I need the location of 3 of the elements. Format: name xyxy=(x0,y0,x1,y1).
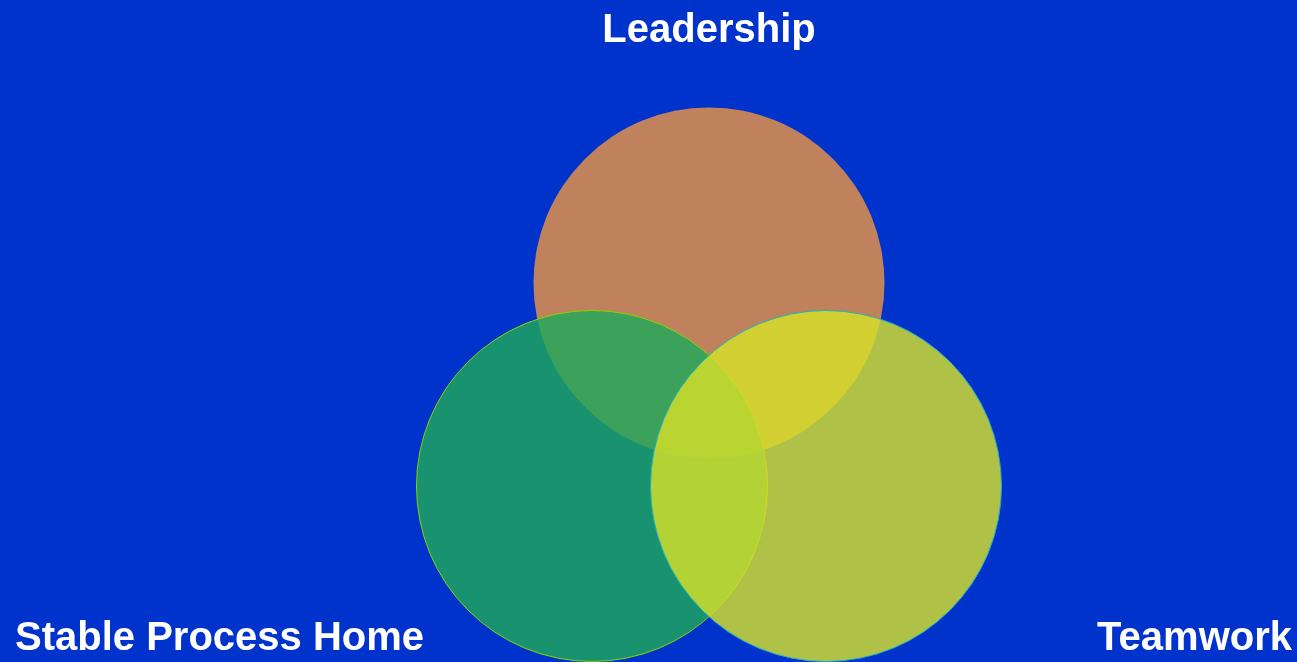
circle-label: Leadership xyxy=(602,5,816,51)
circle-label: Teamwork xyxy=(1097,613,1292,659)
circle-label: Stable Process Home xyxy=(15,613,425,659)
